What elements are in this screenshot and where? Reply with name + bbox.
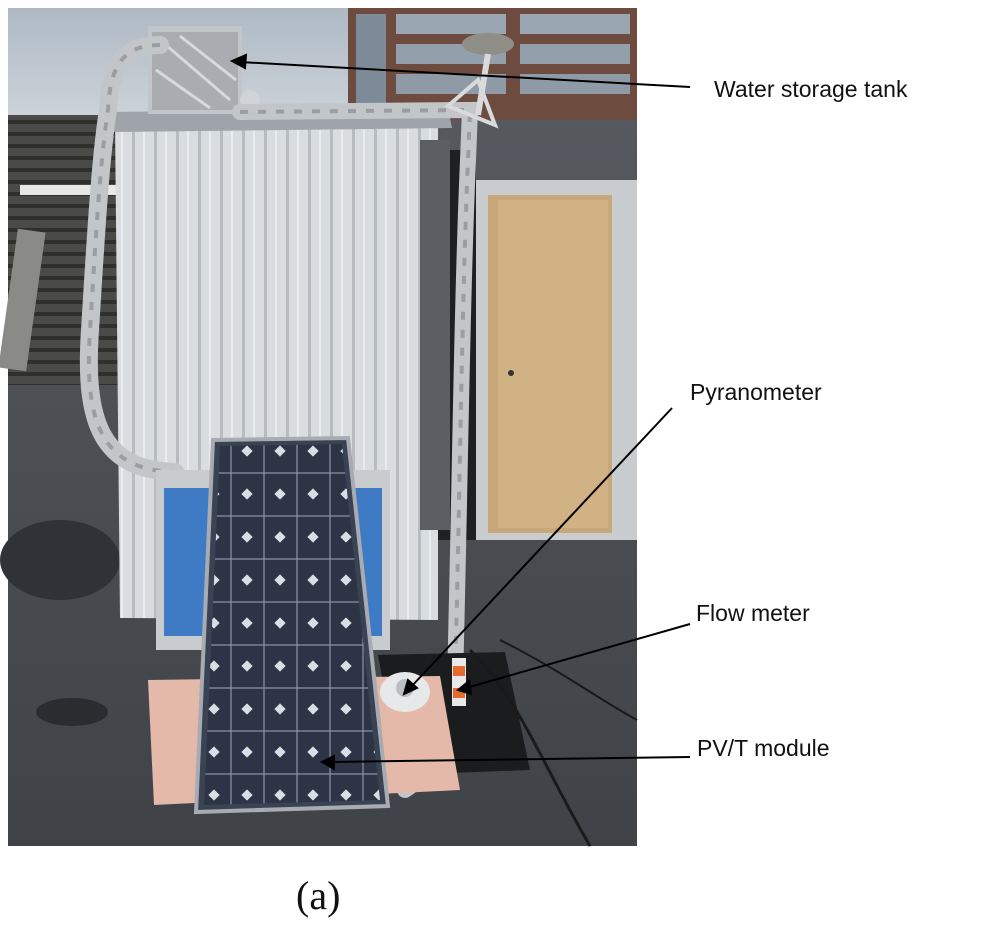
- label-flow-meter: Flow meter: [696, 600, 810, 626]
- figure-caption: (a): [296, 873, 341, 918]
- label-water-storage-tank: Water storage tank: [714, 76, 908, 102]
- label-pvt-module: PV/T module: [697, 735, 830, 761]
- label-pyranometer: Pyranometer: [690, 379, 822, 405]
- annotation-arrows: [229, 53, 691, 771]
